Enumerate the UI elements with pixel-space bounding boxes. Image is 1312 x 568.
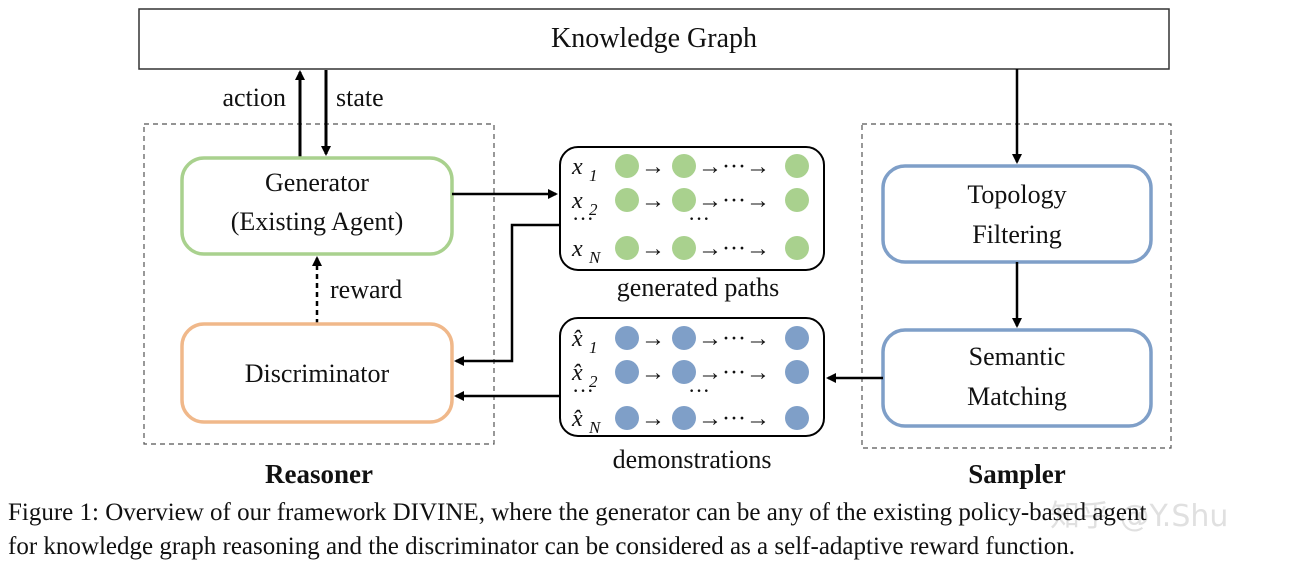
topology-label: Topology: [967, 180, 1066, 209]
state-label: state: [336, 83, 384, 112]
semantic-label: Semantic: [969, 342, 1066, 371]
generator-box: [180, 156, 454, 256]
demonstration-row-label: x̂: [571, 326, 583, 352]
generated-path-node: [785, 154, 809, 178]
demonstration-node: [785, 360, 809, 384]
demonstration-node: [672, 360, 696, 384]
generated-path-arrow: →: [641, 188, 665, 214]
watermark: 知乎 @Y.Shu: [1050, 499, 1228, 534]
generated-path-node: [785, 188, 809, 212]
demonstration-row-subscript: 2: [589, 372, 598, 391]
caption-line-1: Figure 1: Overview of our framework DIVI…: [8, 499, 1147, 526]
demonstration-node: [615, 326, 639, 350]
generated-path-row-subscript: N: [588, 248, 602, 267]
generated-path-node: [615, 154, 639, 178]
demonstration-node: [785, 326, 809, 350]
demonstration-arrow: →···→: [698, 406, 770, 432]
discriminator-box: [180, 322, 454, 424]
generated-path-arrow: →···→: [698, 154, 770, 180]
demonstration-arrow: →: [641, 406, 665, 432]
demonstration-arrow: →: [641, 360, 665, 386]
generated-path-row-label: x: [571, 236, 583, 262]
generated-path-arrow: →: [641, 236, 665, 262]
demonstration-row-subscript: N: [588, 418, 602, 437]
matching-label: Matching: [967, 382, 1067, 411]
generated-path-arrow: →: [641, 154, 665, 180]
demonstrations-caption: demonstrations: [613, 445, 772, 474]
generated-path-ellipsis: ···: [688, 206, 710, 231]
demonstration-node: [785, 406, 809, 430]
demonstrations-rows: x̂1→→···→x̂2→→···→x̂N→→···→······: [571, 326, 809, 437]
generated-path-node: [672, 154, 696, 178]
reward-label: reward: [330, 275, 402, 304]
demonstration-arrow: →···→: [698, 326, 770, 352]
reasoner-container: [143, 123, 495, 445]
generated-path-node: [785, 236, 809, 260]
generator-sublabel: (Existing Agent): [231, 207, 404, 236]
demonstration-node: [672, 326, 696, 350]
generated-path-row-label: x: [571, 154, 583, 180]
demonstration-arrow: →···→: [698, 360, 770, 386]
generated-path-node: [615, 236, 639, 260]
generated-path-row-label: x: [571, 188, 583, 214]
knowledge-graph-label: Knowledge Graph: [551, 23, 757, 54]
demonstration-ellipsis: ···: [688, 378, 710, 403]
generated-path-arrow: →···→: [698, 236, 770, 262]
generated-path-node: [615, 188, 639, 212]
reasoner-title: Reasoner: [265, 459, 373, 489]
demonstration-row-subscript: 1: [589, 338, 598, 357]
demonstration-arrow: →: [641, 326, 665, 352]
generated-path-node: [672, 236, 696, 260]
generator-label: Generator: [265, 168, 369, 197]
filtering-label: Filtering: [972, 220, 1062, 249]
discriminator-label: Discriminator: [245, 359, 390, 388]
action-label: action: [222, 83, 286, 112]
demonstration-node: [615, 406, 639, 430]
demonstration-row-label: x̂: [571, 406, 583, 432]
demonstration-row-label: x̂: [571, 360, 583, 386]
demonstration-node: [615, 360, 639, 384]
generated-paths-caption: generated paths: [617, 273, 779, 302]
knowledge-graph-box: [138, 8, 1170, 70]
demonstration-ellipsis: ···: [572, 378, 594, 403]
figure-caption: Figure 1: Overview of our framework DIVI…: [8, 496, 1308, 564]
generated-path-arrow: →···→: [698, 188, 770, 214]
sampler-title: Sampler: [968, 459, 1066, 489]
generated-path-row-subscript: 2: [589, 200, 598, 219]
generated-path-ellipsis: ···: [572, 206, 594, 231]
generated-path-node: [672, 188, 696, 212]
demonstration-node: [672, 406, 696, 430]
caption-line-2: for knowledge graph reasoning and the di…: [8, 533, 1075, 560]
generated-path-row-subscript: 1: [589, 166, 598, 185]
paths-to-discriminator-arrow: [454, 223, 560, 366]
